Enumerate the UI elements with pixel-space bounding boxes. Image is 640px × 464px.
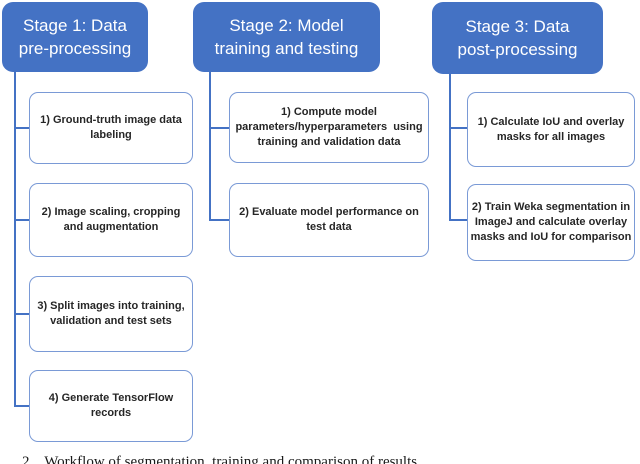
stage1-connector-line [14, 72, 16, 407]
stage1-step-3: 3) Split images into training, validatio… [29, 276, 193, 352]
figure-caption: 2. Workflow of segmentation, training an… [22, 454, 418, 464]
stage1-branch-2 [14, 219, 30, 221]
stage1-branch-4 [14, 405, 30, 407]
stage1-header: Stage 1: Data pre-processing [2, 2, 148, 72]
stage3-branch-2 [449, 219, 468, 221]
stage2-header: Stage 2: Model training and testing [193, 2, 380, 72]
stage2-connector-line [209, 72, 211, 220]
stage3-connector-line [449, 74, 451, 220]
stage1-branch-1 [14, 127, 30, 129]
stage1-branch-3 [14, 313, 30, 315]
stage1-step-2: 2) Image scaling, cropping and augmentat… [29, 183, 193, 257]
stage3-step-2: 2) Train Weka segmentation in ImageJ and… [467, 184, 635, 261]
stage2-step-1: 1) Compute model parameters/hyperparamet… [229, 92, 429, 163]
stage3-step-1: 1) Calculate IoU and overlay masks for a… [467, 92, 635, 167]
stage1-step-4: 4) Generate TensorFlow records [29, 370, 193, 442]
stage2-branch-1 [209, 127, 230, 129]
stage1-step-1: 1) Ground-truth image data labeling [29, 92, 193, 164]
stage3-branch-1 [449, 127, 468, 129]
stage2-step-2: 2) Evaluate model performance on test da… [229, 183, 429, 257]
stage2-branch-2 [209, 219, 230, 221]
stage3-header: Stage 3: Data post-processing [432, 2, 603, 74]
